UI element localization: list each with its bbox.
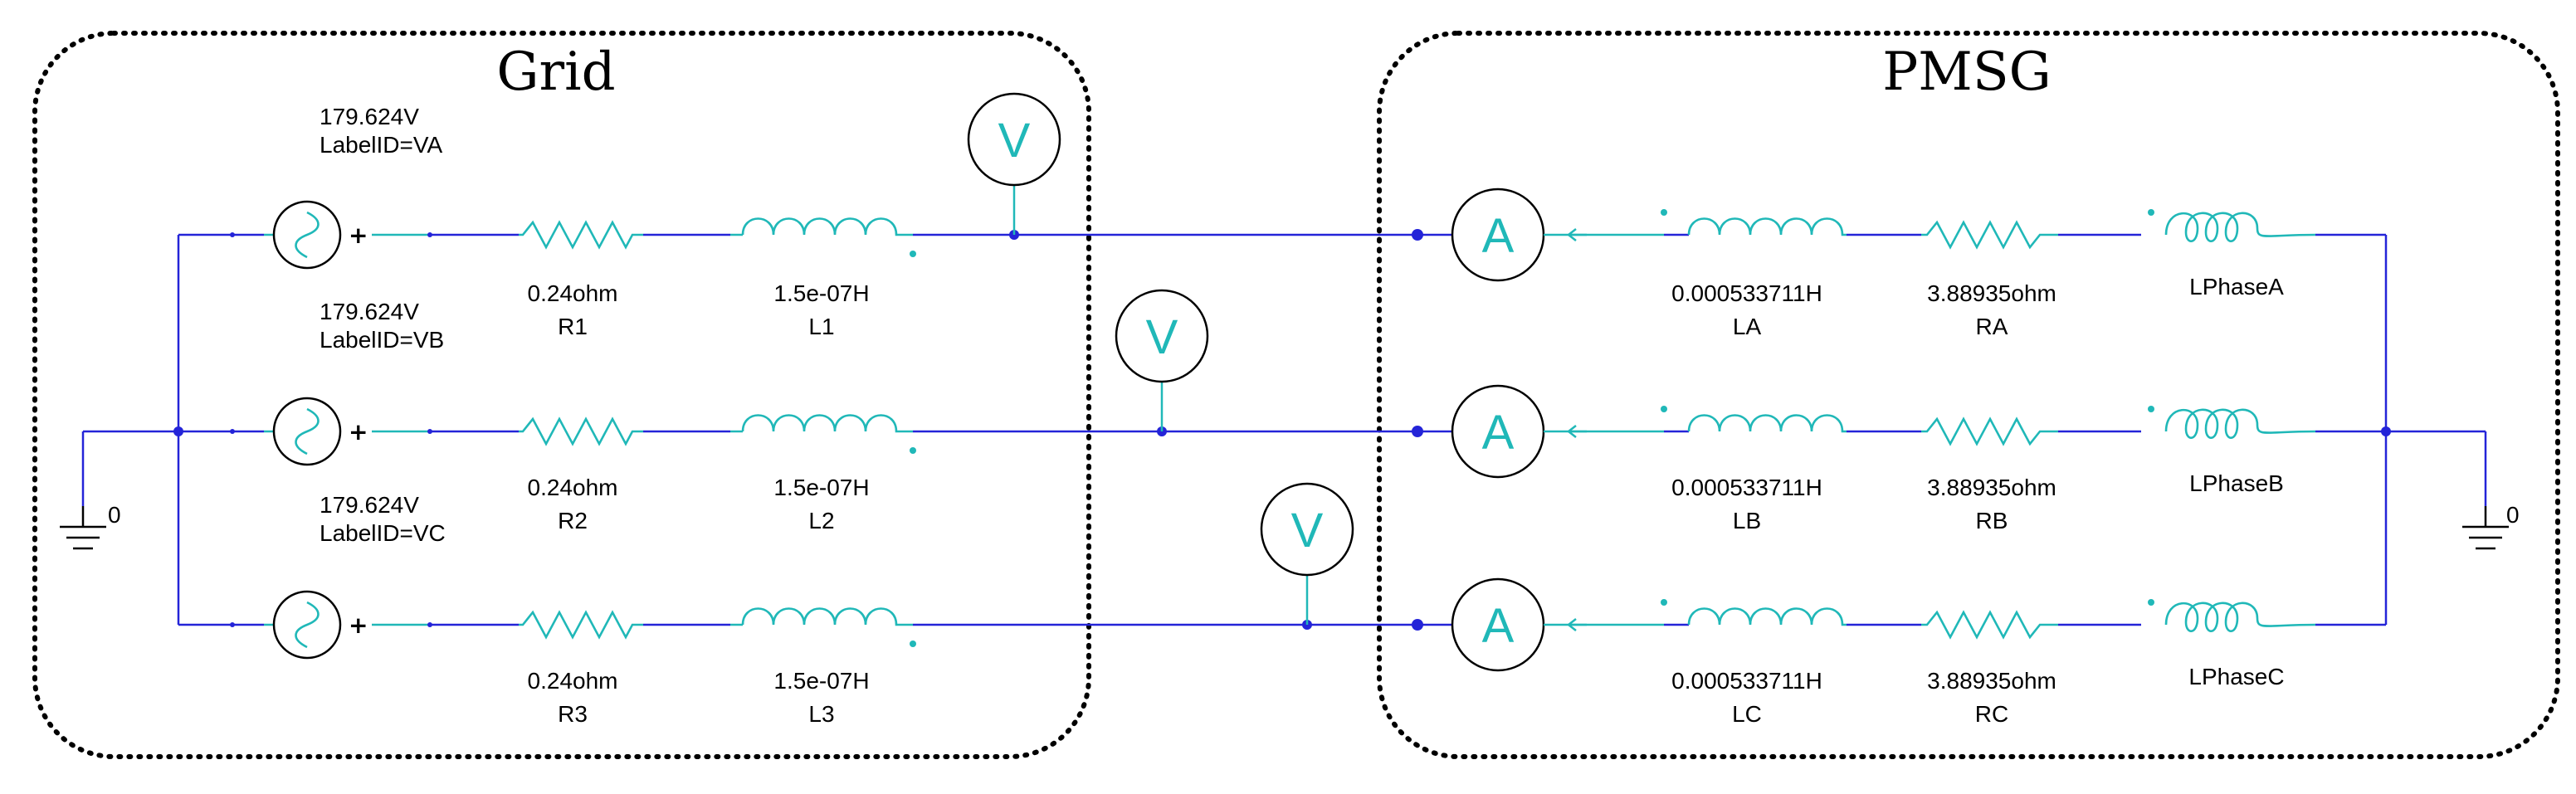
voltage-source-vb[interactable]: + xyxy=(230,397,432,466)
ammeter-b[interactable]: A xyxy=(1451,384,1664,479)
r2-value: 0.24ohm xyxy=(528,475,618,500)
svg-text:+: + xyxy=(349,611,368,639)
voltage-source-vc[interactable]: + xyxy=(230,590,432,660)
l2-name: L2 xyxy=(808,508,834,533)
junction-nodes xyxy=(173,229,2391,631)
inductor-l3[interactable] xyxy=(730,607,916,648)
voltmeter-vb[interactable]: V xyxy=(1115,289,1209,431)
inductor-lb[interactable] xyxy=(1661,406,1847,433)
ammeter-c-symbol: A xyxy=(1482,599,1515,653)
l3-name: L3 xyxy=(808,701,834,727)
source-vb-value: 179.624V xyxy=(320,299,419,324)
resistor-r1[interactable] xyxy=(519,220,643,250)
rb-value: 3.88935ohm xyxy=(1927,475,2056,500)
arrow-left-icon xyxy=(1568,228,1587,241)
svg-text:+: + xyxy=(349,222,368,249)
winding-phase-b[interactable] xyxy=(2148,406,2316,439)
voltage-source-va[interactable]: + xyxy=(230,200,432,270)
ra-name: RA xyxy=(1976,314,2008,339)
resistor-rc[interactable] xyxy=(1921,610,2058,640)
voltmeter-vb-symbol: V xyxy=(1146,310,1178,364)
arrow-left-icon xyxy=(1568,425,1587,438)
l1-value: 1.5e-07H xyxy=(773,280,869,306)
sine-icon xyxy=(295,601,320,649)
inductor-l2[interactable] xyxy=(730,414,916,455)
winding-a-name: LPhaseA xyxy=(2189,274,2284,300)
source-va-label: LabelID=VA xyxy=(320,132,442,158)
ground-right: 0 xyxy=(2462,502,2520,550)
l1-name: L1 xyxy=(808,314,834,339)
ammeter-a-symbol: A xyxy=(1482,209,1515,263)
ground-right-label: 0 xyxy=(2506,502,2520,528)
r3-value: 0.24ohm xyxy=(528,668,618,694)
ra-value: 3.88935ohm xyxy=(1927,280,2056,306)
pmsg-title: PMSG xyxy=(1882,41,2052,103)
l3-value: 1.5e-07H xyxy=(773,668,869,694)
source-vb-label: LabelID=VB xyxy=(320,327,444,353)
voltmeter-vc[interactable]: V xyxy=(1260,482,1354,625)
l2-value: 1.5e-07H xyxy=(773,475,869,500)
pmsg-group-box xyxy=(1377,31,2560,759)
svg-text:+: + xyxy=(349,418,368,446)
rb-name: RB xyxy=(1976,508,2008,533)
winding-phase-a[interactable] xyxy=(2148,209,2316,242)
source-va-value: 179.624V xyxy=(320,104,419,129)
ground-left-label: 0 xyxy=(108,502,121,528)
inductor-l1[interactable] xyxy=(730,217,916,258)
inductor-la[interactable] xyxy=(1661,209,1847,236)
winding-phase-c[interactable] xyxy=(2148,599,2316,632)
lc-name: LC xyxy=(1732,701,1762,727)
grid-group-box xyxy=(32,31,1091,759)
winding-b-name: LPhaseB xyxy=(2189,470,2284,496)
la-name: LA xyxy=(1733,314,1762,339)
rc-value: 3.88935ohm xyxy=(1927,668,2056,694)
resistor-rb[interactable] xyxy=(1921,416,2058,446)
ammeter-a[interactable]: A xyxy=(1451,188,1664,282)
rc-name: RC xyxy=(1975,701,2008,727)
ammeter-b-symbol: A xyxy=(1482,406,1515,460)
r1-name: R1 xyxy=(558,314,588,339)
sine-icon xyxy=(295,407,320,455)
lb-value: 0.000533711H xyxy=(1671,475,1822,500)
resistor-r2[interactable] xyxy=(519,416,643,446)
voltmeter-va-symbol: V xyxy=(998,114,1031,168)
r2-name: R2 xyxy=(558,508,588,533)
inductor-lc[interactable] xyxy=(1661,599,1847,626)
la-value: 0.000533711H xyxy=(1671,280,1822,306)
arrow-left-icon xyxy=(1568,618,1587,631)
voltmeter-va[interactable]: V xyxy=(967,92,1061,235)
lc-value: 0.000533711H xyxy=(1671,668,1822,694)
source-vc-value: 179.624V xyxy=(320,492,419,518)
resistor-r3[interactable] xyxy=(519,610,643,640)
lb-name: LB xyxy=(1733,508,1761,533)
grid-title: Grid xyxy=(496,41,615,103)
ammeter-c[interactable]: A xyxy=(1451,577,1664,672)
r3-name: R3 xyxy=(558,701,588,727)
r1-value: 0.24ohm xyxy=(528,280,618,306)
ground-left: 0 xyxy=(60,502,121,550)
voltmeter-vc-symbol: V xyxy=(1291,504,1324,558)
resistor-ra[interactable] xyxy=(1921,220,2058,250)
sine-icon xyxy=(295,211,320,259)
source-vc-label: LabelID=VC xyxy=(320,520,446,546)
winding-c-name: LPhaseC xyxy=(2188,664,2284,689)
